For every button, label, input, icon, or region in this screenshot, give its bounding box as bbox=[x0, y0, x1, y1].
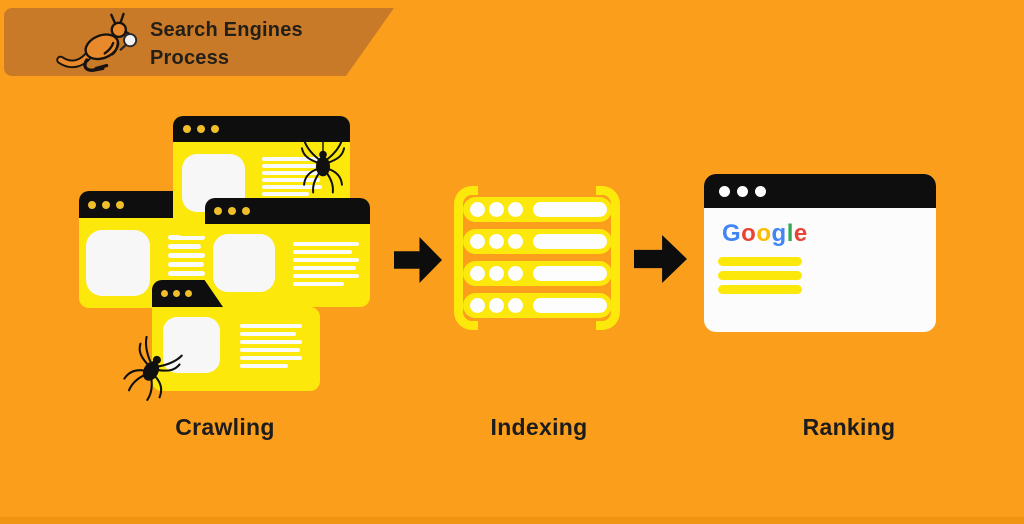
text-line bbox=[262, 185, 322, 189]
window-dot-icon bbox=[183, 125, 191, 133]
window-dot-icon bbox=[102, 200, 110, 209]
server-light-icon bbox=[470, 266, 485, 281]
webpage-window-bottom bbox=[152, 280, 320, 391]
content-placeholder-block bbox=[86, 230, 150, 296]
text-line bbox=[293, 266, 357, 270]
stage-label-crawling: Crawling bbox=[175, 414, 275, 440]
text-lines-block bbox=[168, 235, 205, 276]
text-line bbox=[262, 192, 309, 196]
text-line bbox=[240, 348, 300, 352]
content-placeholder-block bbox=[163, 317, 220, 373]
google-logo: Google bbox=[722, 220, 808, 248]
server-row bbox=[463, 197, 612, 222]
server-light-icon bbox=[489, 298, 504, 313]
text-line bbox=[240, 340, 302, 344]
text-line bbox=[262, 171, 322, 175]
bottom-edge-strip bbox=[0, 517, 1024, 524]
google-letter: l bbox=[786, 220, 794, 247]
text-line bbox=[262, 164, 316, 168]
window-dot-icon bbox=[755, 185, 766, 197]
text-line bbox=[240, 324, 302, 328]
server-light-icon bbox=[470, 202, 485, 217]
server-light-icon bbox=[508, 202, 523, 217]
window-titlebar bbox=[205, 198, 370, 224]
window-dot-icon bbox=[214, 207, 222, 215]
text-line bbox=[168, 271, 205, 276]
server-slot bbox=[533, 266, 607, 281]
window-dot-icon bbox=[197, 125, 205, 133]
google-letter: o bbox=[741, 220, 757, 247]
text-lines-block bbox=[240, 324, 302, 368]
text-line bbox=[240, 356, 302, 360]
stage-label-ranking: Ranking bbox=[802, 414, 896, 440]
window-dot-icon bbox=[719, 185, 730, 197]
window-dot-icon bbox=[161, 290, 168, 297]
header-title-line1: Search Engines bbox=[150, 19, 303, 41]
text-line bbox=[293, 282, 345, 286]
text-line bbox=[293, 274, 359, 278]
server-light-icon bbox=[489, 202, 504, 217]
server-light-icon bbox=[489, 234, 504, 249]
text-line bbox=[293, 242, 359, 246]
server-slot bbox=[533, 234, 607, 249]
stage-label-indexing: Indexing bbox=[490, 414, 588, 440]
webpage-window-right bbox=[205, 198, 370, 307]
text-line bbox=[293, 250, 353, 254]
kangaroo-logo-icon bbox=[52, 11, 148, 75]
google-results-window: Google bbox=[704, 174, 936, 332]
text-line bbox=[168, 235, 205, 240]
server-light-icon bbox=[470, 298, 485, 313]
google-letter: g bbox=[771, 220, 787, 247]
hanging-spider-icon bbox=[300, 137, 346, 194]
window-dot-icon bbox=[88, 200, 96, 209]
google-letter: G bbox=[722, 220, 742, 247]
window-titlebar bbox=[704, 174, 936, 208]
server-light-icon bbox=[508, 298, 523, 313]
content-placeholder-block bbox=[213, 234, 275, 292]
text-line bbox=[262, 157, 322, 161]
header-title: Search Engines Process bbox=[150, 16, 303, 72]
window-titlebar bbox=[173, 116, 350, 142]
header-band: Search Engines Process bbox=[4, 8, 394, 76]
right-arrow-icon bbox=[394, 237, 442, 283]
window-dot-icon bbox=[228, 207, 236, 215]
text-line bbox=[168, 244, 202, 249]
window-body bbox=[152, 307, 320, 391]
search-result-line bbox=[718, 271, 802, 280]
text-line bbox=[240, 364, 289, 368]
server-light-icon bbox=[508, 234, 523, 249]
window-dot-icon bbox=[173, 290, 180, 297]
server-bracket-left bbox=[454, 186, 478, 330]
server-slot bbox=[533, 202, 607, 217]
server-row bbox=[463, 293, 612, 318]
right-arrow-icon bbox=[634, 235, 687, 283]
text-line bbox=[293, 258, 359, 262]
header-title-line2: Process bbox=[150, 47, 230, 69]
window-dot-icon bbox=[737, 185, 748, 197]
text-line bbox=[168, 262, 204, 267]
text-lines-block bbox=[293, 242, 359, 286]
search-result-line bbox=[718, 285, 802, 294]
google-letter: o bbox=[756, 220, 772, 247]
server-row bbox=[463, 229, 612, 254]
window-dot-icon bbox=[185, 290, 192, 297]
window-dot-icon bbox=[116, 200, 124, 209]
server-light-icon bbox=[470, 234, 485, 249]
server-light-icon bbox=[508, 266, 523, 281]
text-line bbox=[262, 178, 320, 182]
window-dot-icon bbox=[211, 125, 219, 133]
server-bracket-right bbox=[596, 186, 620, 330]
window-titlebar bbox=[152, 280, 223, 307]
search-result-line bbox=[718, 257, 802, 266]
crawling-spider-icon bbox=[123, 335, 183, 401]
google-letter: e bbox=[793, 220, 808, 247]
server-row bbox=[463, 261, 612, 286]
server-slot bbox=[533, 298, 607, 313]
window-dot-icon bbox=[242, 207, 250, 215]
text-line bbox=[240, 332, 296, 336]
server-light-icon bbox=[489, 266, 504, 281]
text-lines-block bbox=[262, 157, 322, 196]
text-line bbox=[168, 253, 205, 258]
